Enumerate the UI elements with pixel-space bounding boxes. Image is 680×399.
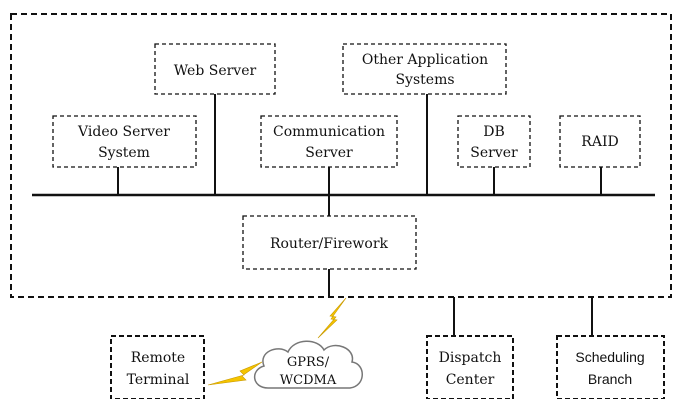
dispatch-center-label-line1: Dispatch: [439, 350, 502, 366]
db-server-box: [457, 115, 531, 168]
raid-label: RAID: [581, 134, 618, 150]
comm-server-box: [260, 115, 398, 168]
cloud-icon: [254, 340, 363, 389]
web-server-label: Web Server: [174, 63, 257, 79]
router-label: Router/Firework: [270, 236, 389, 252]
db-server-label-line1: DB: [483, 124, 505, 140]
web-server-box: [154, 43, 276, 95]
dispatch-center-box: [426, 335, 514, 399]
video-server-label-line1: Video Server: [77, 124, 170, 140]
dispatch-center-label-line2: Center: [446, 372, 495, 388]
outer-system-boundary: [10, 13, 672, 298]
lightning-bolt-icon: [207, 361, 263, 386]
lightning-bolt-icon: [317, 297, 347, 339]
cloud-label-line2: WCDMA: [280, 373, 337, 388]
router-box: [242, 215, 417, 270]
other-apps-box: [342, 43, 507, 95]
cloud-label-line1: GPRS/: [287, 355, 330, 370]
scheduling-branch-label-line1: Scheduling: [575, 349, 644, 365]
other-apps-label-line1: Other Application: [362, 52, 488, 68]
remote-terminal-box: [110, 335, 205, 399]
video-server-box: [52, 115, 197, 168]
scheduling-branch-box: [556, 335, 665, 399]
scheduling-branch-label-line2: Branch: [588, 371, 632, 387]
comm-server-label-line1: Communication: [273, 124, 385, 140]
raid-box: [559, 115, 641, 168]
video-server-label-line2: System: [98, 145, 150, 161]
bus-connectors: [117, 94, 602, 336]
db-server-label-line2: Server: [470, 145, 518, 161]
comm-server-label-line2: Server: [305, 145, 353, 161]
remote-terminal-label-line1: Remote: [131, 350, 185, 366]
other-apps-label-line2: Systems: [395, 72, 454, 88]
remote-terminal-label-line2: Terminal: [127, 372, 190, 388]
